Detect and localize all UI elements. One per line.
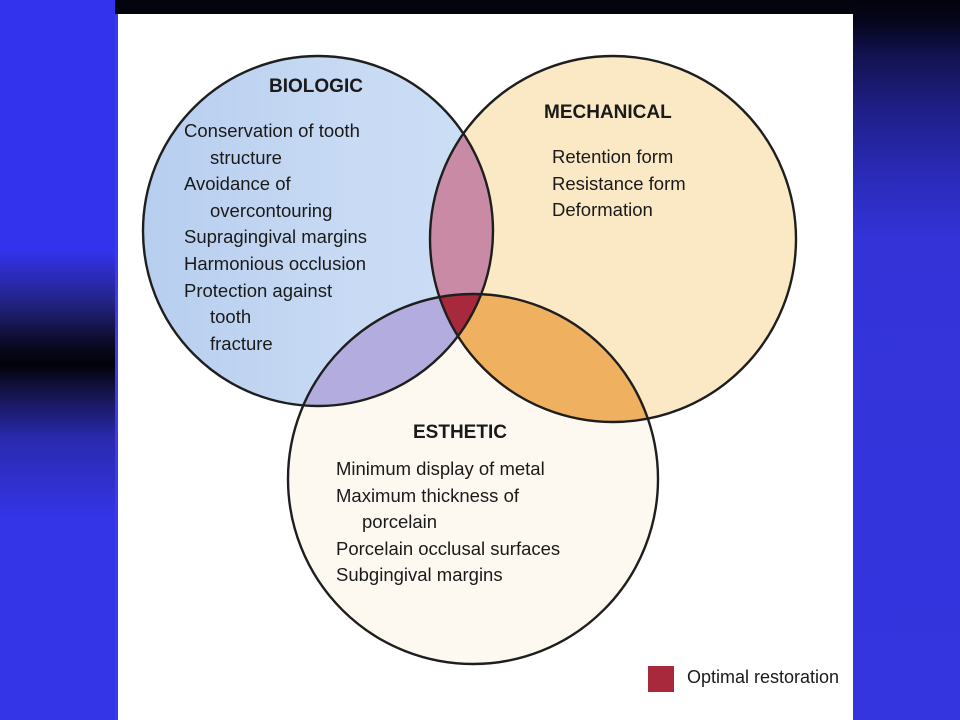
list-item: Subgingival margins [336, 564, 503, 586]
biologic-circle-outline [141, 54, 495, 408]
list-item: Minimum display of metal [336, 458, 545, 479]
list-item: Harmonious occlusion [184, 252, 367, 274]
list-item: Maximum thickness of [336, 484, 519, 506]
list-item: Resistance form [552, 172, 686, 194]
list-item: tooth [210, 306, 252, 328]
legend-swatch [648, 666, 674, 692]
slide-top-band [115, 0, 960, 14]
legend-label: Optimal restoration [687, 667, 840, 687]
mechanical-esthetic-overlap [430, 294, 658, 422]
list-item: fracture [210, 332, 273, 354]
list-item: structure [210, 146, 282, 168]
list-item: Porcelain occlusal surfaces [336, 537, 561, 559]
biologic-esthetic-overlap [288, 294, 493, 406]
list-item: Supragingival margins [184, 226, 368, 248]
list-item: overcontouring [210, 199, 333, 221]
venn-figure: BIOLOGIC Conservation of tooth structure… [118, 14, 853, 720]
esthetic-title: ESTHETIC [413, 422, 507, 443]
slide-right-band [853, 0, 960, 720]
esthetic-requirements-list: Minimum display of metal Maximum thickne… [336, 456, 560, 589]
venn-diagram [141, 54, 798, 666]
mechanical-circle-outline [428, 54, 798, 424]
esthetic-circle-outline [286, 292, 660, 666]
biologic-requirements-list: Conservation of tooth structure Avoidanc… [184, 118, 367, 357]
biologic-title: BIOLOGIC [269, 76, 363, 97]
list-item: Deformation [552, 199, 653, 221]
list-item: Protection against [184, 279, 333, 301]
list-item: porcelain [362, 511, 438, 533]
list-item: Avoidance of [184, 173, 291, 195]
list-item: Retention form [552, 146, 674, 167]
mechanical-title: MECHANICAL [544, 102, 672, 123]
slide-left-band [0, 0, 115, 720]
legend: Optimal restoration [648, 660, 848, 716]
list-item: Conservation of tooth [184, 120, 360, 141]
mechanical-requirements-list: Retention form Resistance form Deformati… [552, 144, 686, 224]
